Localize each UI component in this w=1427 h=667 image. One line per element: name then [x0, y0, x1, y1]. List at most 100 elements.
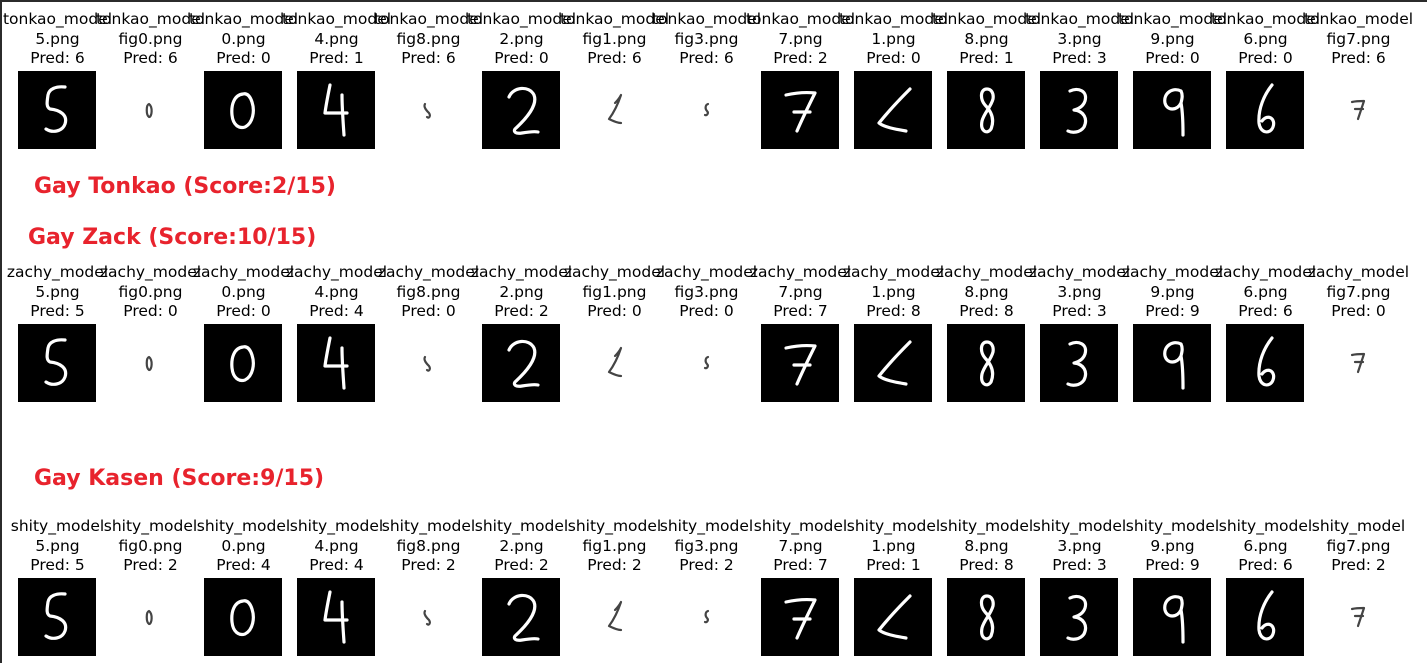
- prediction-label: Pred: 2: [773, 49, 828, 67]
- digit-glyph: [44, 592, 68, 640]
- window-left-border: [0, 0, 2, 663]
- model-name-label: tonkao_model: [1117, 10, 1228, 28]
- digit-image-6: [1226, 324, 1304, 402]
- digit-stroke: [44, 338, 68, 386]
- digit-image-6: [1226, 71, 1304, 149]
- prediction-label: Pred: 9: [1145, 302, 1200, 320]
- digit-stroke: [423, 102, 431, 119]
- digit-glyph: [507, 339, 540, 388]
- prediction-label: Pred: 2: [679, 556, 734, 574]
- prediction-label: Pred: 3: [1052, 556, 1107, 574]
- model-name-label: shity_model: [1125, 517, 1220, 535]
- prediction-label: Pred: 6: [123, 49, 178, 67]
- digit-image-fig7: [1319, 71, 1397, 149]
- digit-glyph: [44, 85, 68, 133]
- prediction-label: Pred: 0: [494, 49, 549, 67]
- file-name-label: fig1.png: [582, 29, 647, 48]
- digit-glyph: [1257, 590, 1276, 641]
- prediction-label: Pred: 7: [773, 556, 828, 574]
- prediction-label: Pred: 8: [866, 302, 921, 320]
- file-name-label: fig8.png: [396, 536, 461, 555]
- model-name-label: shity_model: [1311, 517, 1406, 535]
- file-name-label: 9.png: [1150, 29, 1195, 48]
- digit-image-4: [297, 324, 375, 402]
- digit-stroke: [607, 346, 623, 378]
- digit-image-5: [18, 71, 96, 149]
- file-name-label: fig8.png: [396, 282, 461, 301]
- model-name-label: shity_model: [196, 517, 291, 535]
- file-name-label: 8.png: [964, 536, 1009, 555]
- digit-stroke: [1163, 88, 1185, 137]
- file-name-label: 2.png: [499, 29, 544, 48]
- digit-image-fig8: [389, 578, 467, 656]
- prediction-label: Pred: 0: [587, 302, 642, 320]
- digit-image-9: [1133, 578, 1211, 656]
- digit-glyph: [784, 344, 817, 386]
- digit-image-0: [204, 578, 282, 656]
- model-name-label: zachy_model: [470, 263, 573, 281]
- model-name-label: tonkao_model: [559, 10, 670, 28]
- digit-stroke: [44, 85, 68, 133]
- file-name-label: fig1.png: [582, 536, 647, 555]
- digit-image-fig8: [389, 71, 467, 149]
- digit-stroke: [784, 344, 817, 386]
- model-name-label: zachy_model: [563, 263, 666, 281]
- digit-stroke: [703, 102, 710, 117]
- digit-glyph: [423, 355, 431, 372]
- digit-glyph: [607, 346, 623, 378]
- digit-stroke: [507, 86, 540, 135]
- file-name-label: 7.png: [778, 29, 823, 48]
- file-name-label: 0.png: [221, 29, 266, 48]
- model-name-label: zachy_model: [1121, 263, 1224, 281]
- digit-image-3: [1040, 71, 1118, 149]
- prediction-label: Pred: 0: [1238, 49, 1293, 67]
- digit-glyph: [1350, 99, 1366, 121]
- digit-glyph: [607, 93, 623, 125]
- digit-stroke: [323, 336, 349, 390]
- digit-glyph: [230, 92, 255, 130]
- file-name-label: fig7.png: [1326, 29, 1391, 48]
- digit-glyph: [979, 340, 995, 387]
- file-name-label: 7.png: [778, 282, 823, 301]
- digit-glyph: [784, 598, 817, 640]
- prediction-label: Pred: 6: [401, 49, 456, 67]
- model-name-label: shity_model: [753, 517, 848, 535]
- digit-stroke: [607, 93, 623, 125]
- file-name-label: 1.png: [871, 536, 916, 555]
- digit-stroke: [1066, 340, 1088, 387]
- prediction-label: Pred: 2: [494, 556, 549, 574]
- model-name-label: shity_model: [103, 517, 198, 535]
- digit-glyph: [1163, 341, 1185, 390]
- file-name-label: 3.png: [1057, 29, 1102, 48]
- file-name-label: 8.png: [964, 282, 1009, 301]
- digit-stroke: [1066, 87, 1088, 134]
- prediction-label: Pred: 8: [959, 556, 1014, 574]
- prediction-label: Pred: 7: [773, 302, 828, 320]
- digit-glyph: [877, 594, 912, 640]
- prediction-label: Pred: 4: [309, 302, 364, 320]
